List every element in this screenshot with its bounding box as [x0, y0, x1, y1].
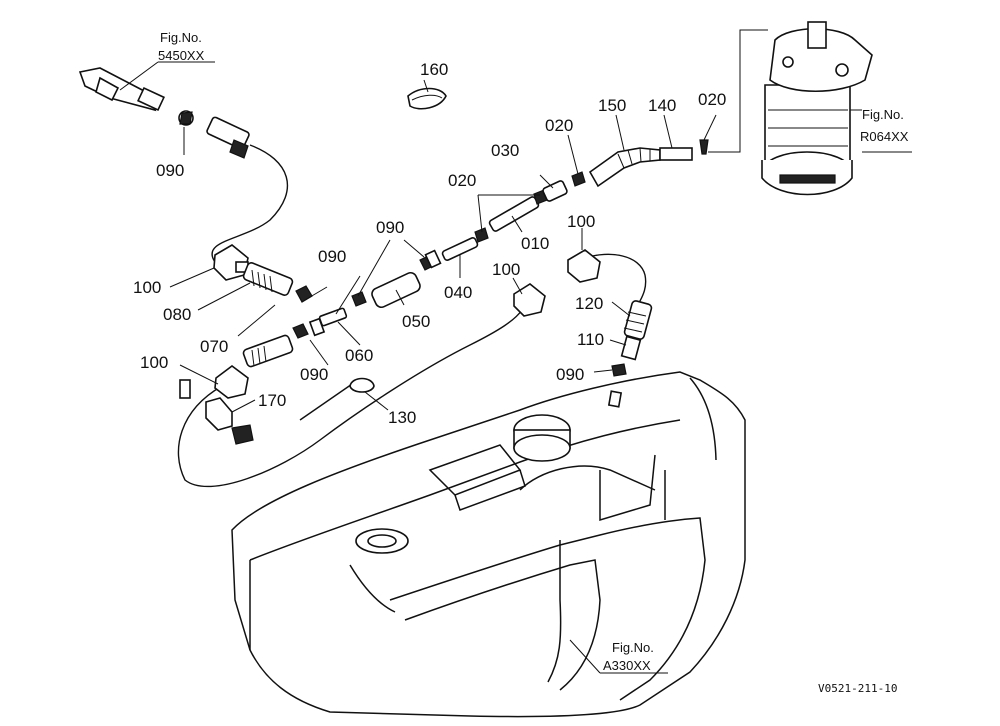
- part-label-160: 160: [420, 60, 448, 79]
- part-label-100-right: 100: [567, 212, 595, 231]
- part-label-080: 080: [163, 305, 191, 324]
- drawing-code: V0521-211-10: [818, 682, 897, 695]
- part-label-100-middle: 100: [492, 260, 520, 279]
- fig-ref-a330-line1: Fig.No.: [612, 640, 654, 655]
- fuel-tank: [231, 371, 746, 718]
- part-label-140: 140: [648, 96, 676, 115]
- fig-ref-r064-line2: R064XX: [860, 129, 909, 144]
- part-label-010: 010: [521, 234, 549, 253]
- part-label-170: 170: [258, 391, 286, 410]
- fig-ref-5450-line2: 5450XX: [158, 48, 205, 63]
- part-label-020-upper: 020: [545, 116, 573, 135]
- figure-references: Fig.No. 5450XX Fig.No. R064XX Fig.No. A3…: [158, 30, 909, 673]
- part-label-130: 130: [388, 408, 416, 427]
- leader-lines: [119, 61, 912, 674]
- part-label-040: 040: [444, 283, 472, 302]
- part-label-070: 070: [200, 337, 228, 356]
- part-label-030: 030: [491, 141, 519, 160]
- part-label-090-center: 090: [376, 218, 404, 237]
- part-label-110: 110: [577, 330, 604, 349]
- part-label-100-lower: 100: [140, 353, 168, 372]
- part-label-100-left: 100: [133, 278, 161, 297]
- part-label-150: 150: [598, 96, 626, 115]
- part-label-090-top: 090: [156, 161, 184, 180]
- part-label-120: 120: [575, 294, 603, 313]
- part-label-020-right: 020: [698, 90, 726, 109]
- part-label-050: 050: [402, 312, 430, 331]
- fuel-filter-assembly: [761, 21, 873, 196]
- center-components: [179, 29, 768, 445]
- upper-hose-section: [78, 67, 250, 159]
- fuel-hoses: [177, 144, 647, 488]
- part-label-020-mid: 020: [448, 171, 476, 190]
- fig-ref-5450-line1: Fig.No.: [160, 30, 202, 45]
- fig-ref-r064-line1: Fig.No.: [862, 107, 904, 122]
- part-label-090-mid: 090: [318, 247, 346, 266]
- part-label-090-bottom: 090: [300, 365, 328, 384]
- part-label-060: 060: [345, 346, 373, 365]
- fig-ref-a330-line2: A330XX: [603, 658, 651, 673]
- part-number-labels: 160 090 100 080 070 100 170 090 060 050 …: [133, 60, 726, 427]
- part-label-090-lower-right: 090: [556, 365, 584, 384]
